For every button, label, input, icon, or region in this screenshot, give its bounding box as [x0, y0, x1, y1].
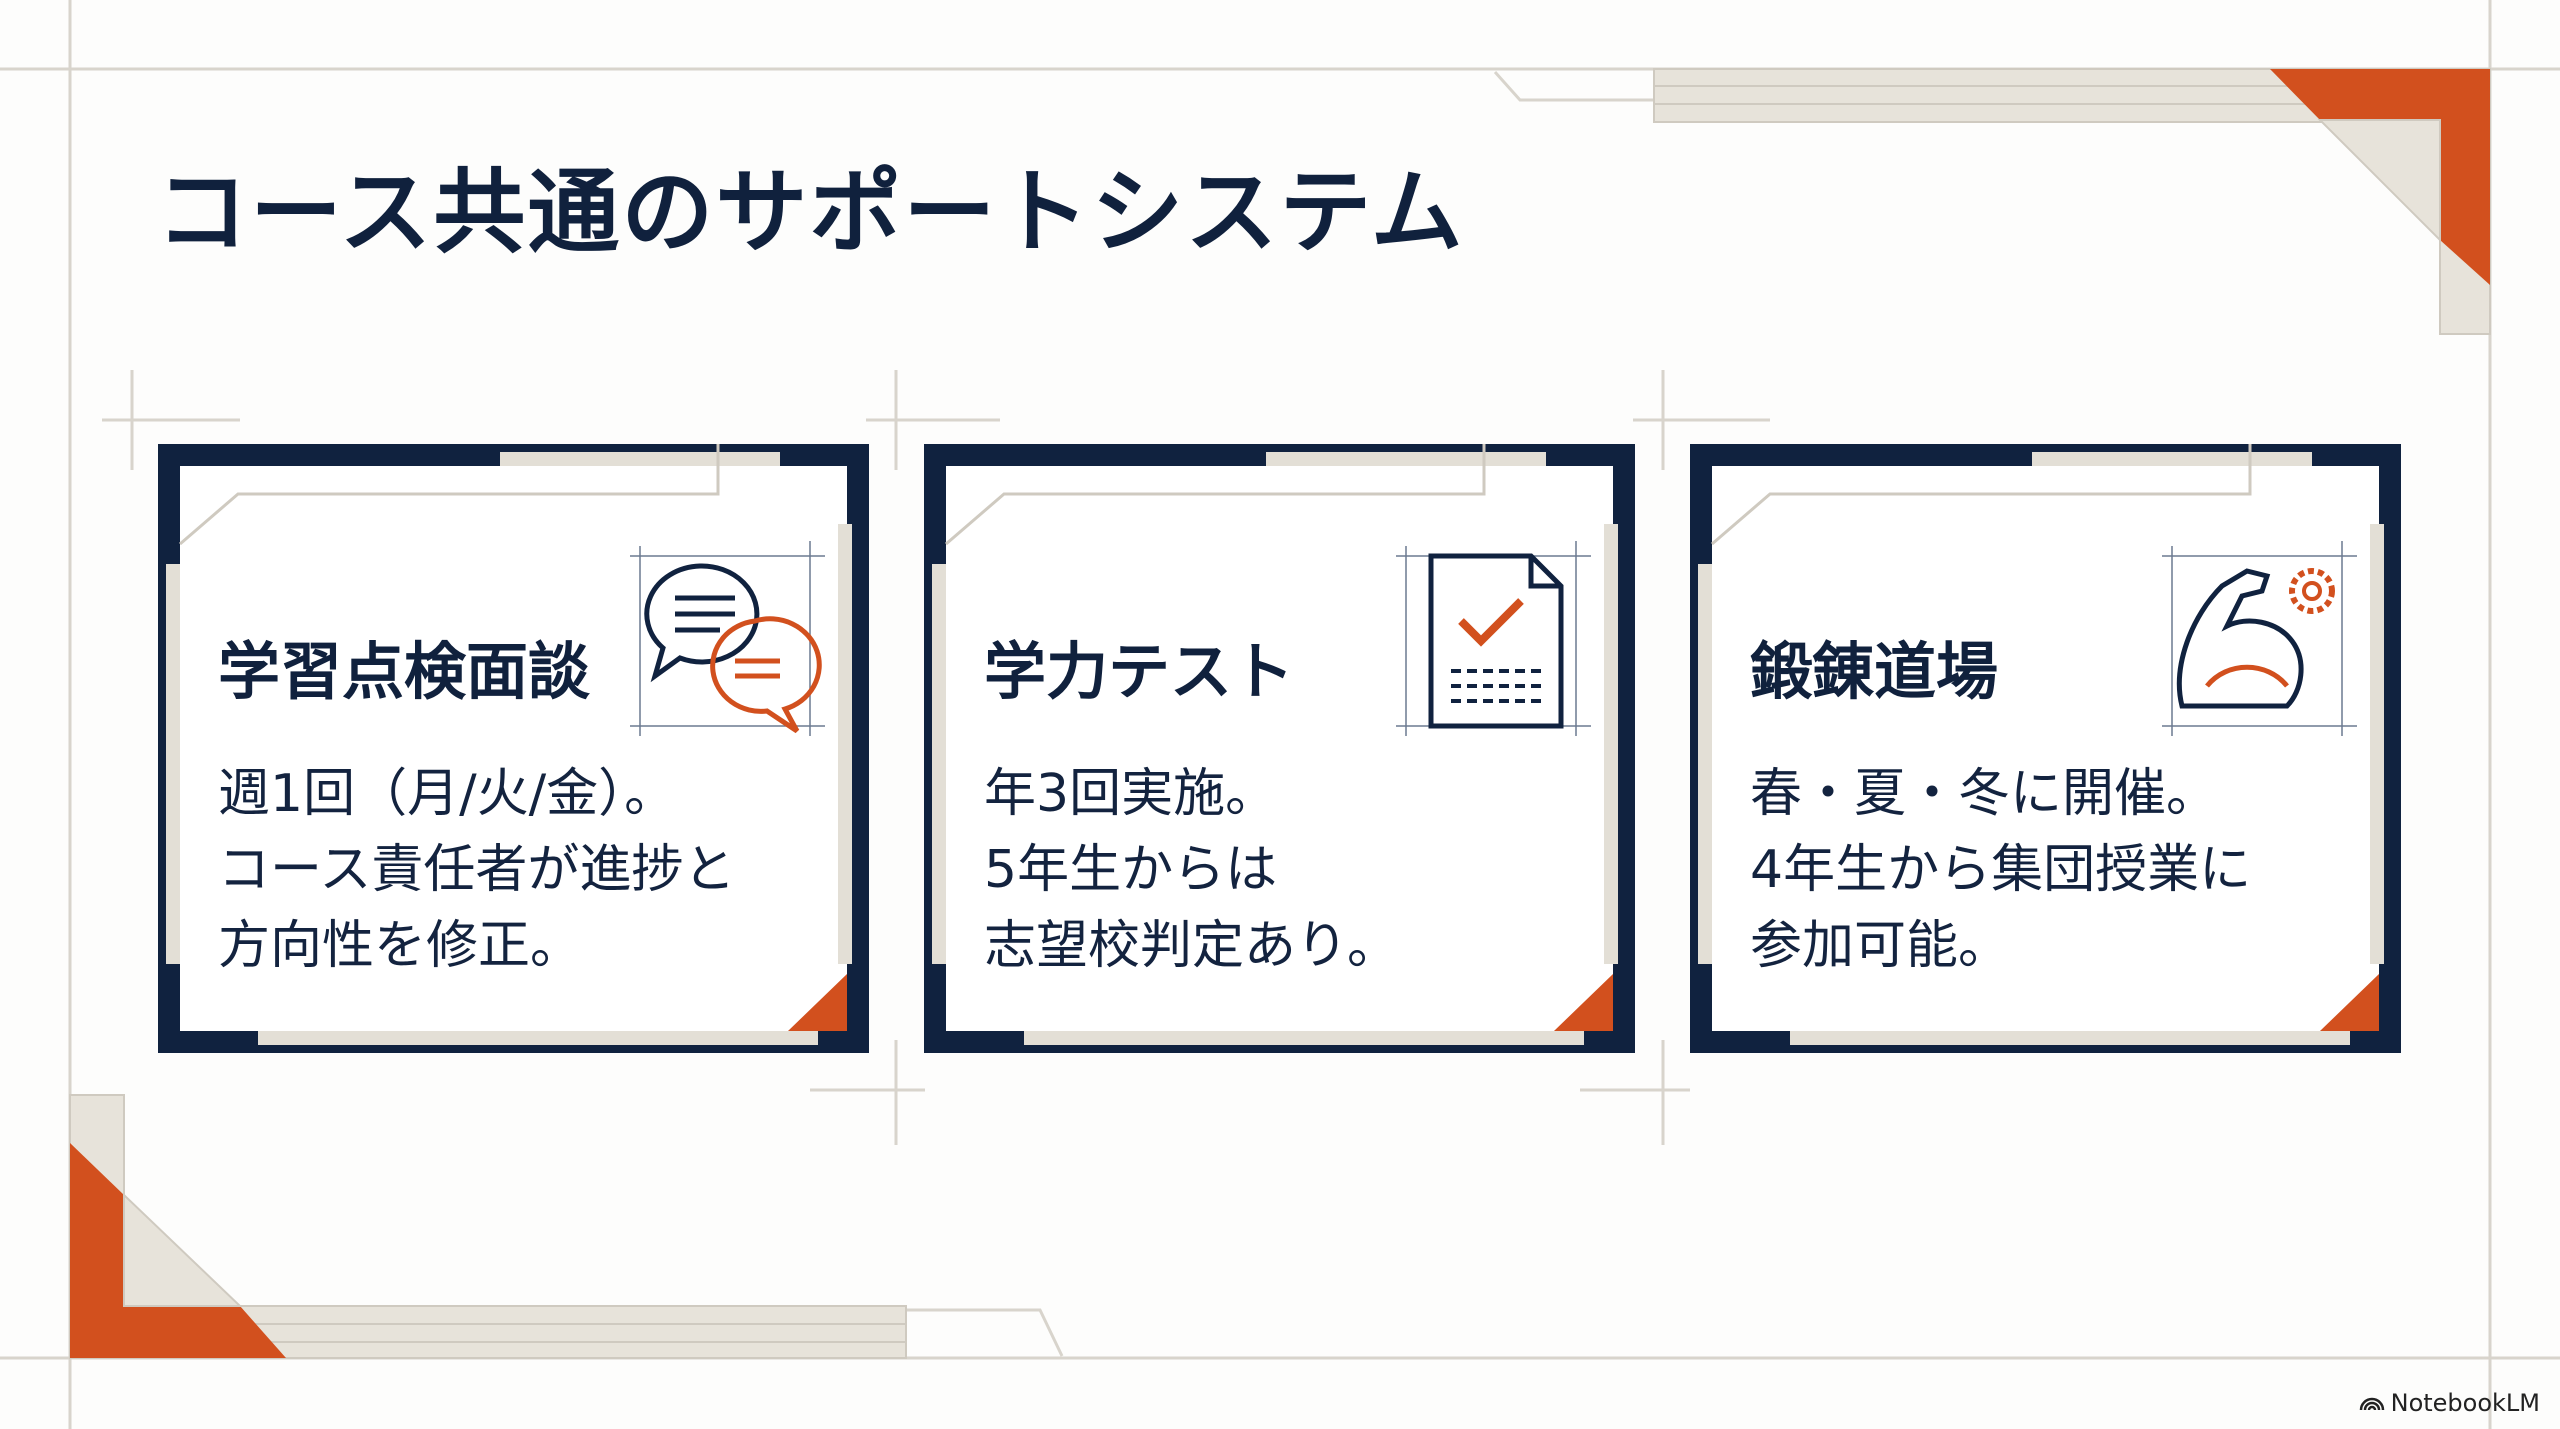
page-title: コース共通のサポートシステム	[156, 159, 1465, 266]
card-line: 5年生からは	[984, 840, 1278, 900]
card-heading: 学習点検面談	[218, 635, 591, 708]
card-body: 春・夏・冬に開催。 4年生から集団授業に 参加可能。	[1750, 756, 2251, 984]
muscle-gear-icon	[2162, 541, 2357, 736]
card-line: 春・夏・冬に開催。	[1750, 764, 2219, 824]
card-frame-decoration	[1698, 444, 2384, 1045]
card-body: 年3回実施。 5年生からは 志望校判定あり。	[984, 756, 1399, 984]
card-line: 志望校判定あり。	[984, 916, 1399, 976]
card-heading: 学力テスト	[984, 635, 1295, 708]
card-line: コース責任者が進捗と	[218, 840, 736, 900]
card-study-interview: 学習点検面談 週1回（月/火/金）。 コース責任者が進捗と 方向性を修正。	[158, 444, 869, 1053]
card-line: 参加可能。	[1750, 916, 2011, 976]
card-frame-decoration	[932, 444, 1618, 1045]
card-body: 週1回（月/火/金）。 コース責任者が進捗と 方向性を修正。	[218, 756, 735, 984]
brand-label: NotebookLM	[2390, 1389, 2540, 1417]
card-line: 方向性を修正。	[218, 916, 583, 976]
notebooklm-logo-icon	[2359, 1389, 2385, 1417]
chat-bubbles-icon	[630, 541, 825, 736]
notebooklm-brand: NotebookLM	[2359, 1389, 2540, 1417]
card-line: 週1回（月/火/金）。	[218, 764, 677, 824]
card-achievement-test: 学力テスト 年3回実施。 5年生からは 志望校判定あり。	[924, 444, 1635, 1053]
card-line: 年3回実施。	[984, 764, 1278, 824]
test-document-check-icon	[1396, 541, 1591, 736]
card-line: 4年生から集団授業に	[1750, 840, 2252, 900]
card-training-dojo: 鍛錬道場 春・夏・冬に開催。 4年生から集団授業に 参加可能。	[1690, 444, 2401, 1053]
card-frame-decoration	[166, 444, 852, 1045]
card-heading: 鍛錬道場	[1750, 635, 1999, 708]
